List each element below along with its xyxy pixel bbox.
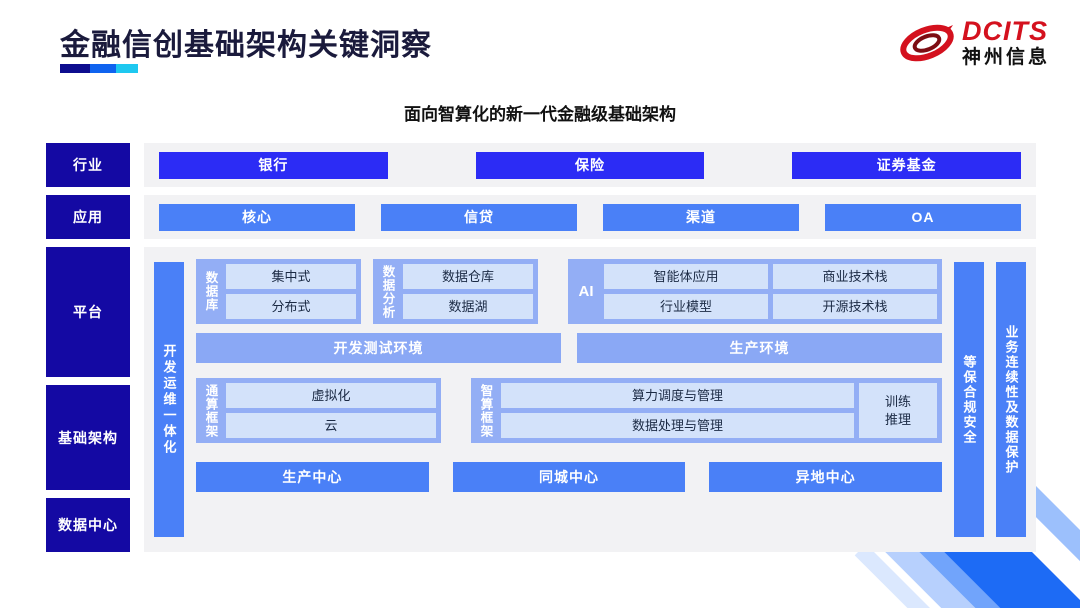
group-label-database: 数据库 (203, 271, 218, 312)
page-subtitle: 面向智算化的新一代金融级基础架构 (404, 105, 676, 124)
sidebar-devops-integration[interactable]: 开发运维一体化 (154, 262, 184, 537)
bar-remote-center[interactable]: 异地中心 (709, 462, 943, 492)
industry-item-insurance[interactable]: 保险 (475, 151, 705, 179)
layer-row-application: 应用 核心 信贷 渠道 OA (46, 195, 1036, 239)
group-database: 数据库 集中式 分布式 (196, 259, 361, 324)
logo-chinese-text: 神州信息 (961, 47, 1050, 68)
group-data-analysis: 数据分析 数据仓库 数据湖 (373, 259, 538, 324)
application-item-channel[interactable]: 渠道 (603, 203, 799, 231)
cell-virtualization[interactable]: 虚拟化 (226, 383, 436, 408)
group-label-data-analysis: 数据分析 (380, 264, 395, 319)
layer-label-column: 平台 基础架构 数据中心 (46, 247, 130, 552)
layer-row-industry: 行业 银行 保险 证券基金 (46, 143, 1036, 187)
accent-segment-1 (60, 64, 90, 73)
sidebar-compliance-security[interactable]: 等保合规安全 (954, 262, 984, 537)
logo-english-text: DCITS (961, 16, 1048, 46)
row-spacer (46, 239, 1036, 247)
industry-panel: 银行 保险 证券基金 (144, 143, 1036, 187)
application-item-oa[interactable]: OA (825, 203, 1021, 231)
platform-groups-row: 数据库 集中式 分布式 数据分析 数据仓库 数据湖 (196, 259, 942, 324)
dcits-logo: DCITS 神州信息 (900, 18, 1050, 67)
title-accent-bar (60, 64, 138, 73)
cell-commercial-tech-stack[interactable]: 商业技术栈 (773, 264, 937, 289)
architecture-diagram: 行业 银行 保险 证券基金 应用 核心 信贷 渠道 OA 平台 基础架构 (46, 143, 1036, 568)
cell-data-processing-management[interactable]: 数据处理与管理 (501, 413, 854, 438)
accent-segment-2 (90, 64, 116, 73)
cell-compute-scheduling-management[interactable]: 算力调度与管理 (501, 383, 854, 408)
label-spacer (46, 490, 130, 498)
application-item-credit[interactable]: 信贷 (381, 203, 577, 231)
accent-segment-3 (116, 64, 138, 73)
red-swoosh-icon (900, 20, 954, 66)
group-general-compute-framework: 通算框架 虚拟化 云 (196, 378, 441, 443)
bar-same-city-center[interactable]: 同城中心 (452, 462, 686, 492)
platform-center-content: 数据库 集中式 分布式 数据分析 数据仓库 数据湖 (184, 259, 954, 540)
cell-industry-model[interactable]: 行业模型 (604, 294, 768, 319)
infrastructure-groups-row: 通算框架 虚拟化 云 智算框架 算力调度与管理 数据处理与管理 (196, 378, 942, 443)
cell-agent-application[interactable]: 智能体应用 (604, 264, 768, 289)
cell-centralized[interactable]: 集中式 (226, 264, 356, 289)
group-intelligent-compute-framework: 智算框架 算力调度与管理 数据处理与管理 训练 推理 (471, 378, 942, 443)
application-panel: 核心 信贷 渠道 OA (144, 195, 1036, 239)
industry-item-bank[interactable]: 银行 (159, 151, 388, 179)
cell-distributed[interactable]: 分布式 (226, 294, 356, 319)
layer-label-industry: 行业 (46, 143, 130, 187)
cell-data-warehouse[interactable]: 数据仓库 (403, 264, 533, 289)
group-label-general-compute-framework: 通算框架 (203, 383, 218, 438)
industry-item-securities-fund[interactable]: 证券基金 (792, 151, 1022, 179)
layer-label-infrastructure: 基础架构 (46, 385, 130, 490)
bar-dev-test-environment[interactable]: 开发测试环境 (196, 333, 561, 363)
inference-label: 推理 (884, 411, 911, 427)
layer-label-datacenter: 数据中心 (46, 498, 130, 552)
layer-label-application: 应用 (46, 195, 130, 239)
cell-data-lake[interactable]: 数据湖 (403, 294, 533, 319)
layer-label-platform: 平台 (46, 247, 130, 377)
cell-open-source-tech-stack[interactable]: 开源技术栈 (773, 294, 937, 319)
datacenter-bars-row: 生产中心 同城中心 异地中心 (196, 462, 943, 492)
page-title: 金融信创基础架构关键洞察 (60, 29, 432, 62)
row-spacer (46, 187, 1036, 195)
platform-infrastructure-block: 平台 基础架构 数据中心 开发运维一体化 数据库 集中式 分布式 (46, 247, 1036, 552)
group-label-ai: AI (578, 283, 594, 300)
sidebar-business-continuity-data-protection[interactable]: 业务连续性及数据保护 (996, 262, 1026, 537)
training-label: 训练 (884, 393, 911, 409)
cell-training-inference[interactable]: 训练 推理 (859, 383, 937, 438)
group-label-intelligent-compute-framework: 智算框架 (478, 383, 493, 438)
label-spacer (46, 377, 130, 385)
application-item-core[interactable]: 核心 (159, 203, 355, 231)
platform-panel: 开发运维一体化 数据库 集中式 分布式 数据分析 数 (144, 247, 1036, 552)
bar-production-environment[interactable]: 生产环境 (577, 333, 942, 363)
cell-cloud[interactable]: 云 (226, 413, 436, 438)
environment-bars-row: 开发测试环境 生产环境 (196, 333, 942, 363)
bar-production-center[interactable]: 生产中心 (196, 462, 429, 492)
group-ai: AI 智能体应用 商业技术栈 行业模型 开源技术栈 (568, 259, 942, 324)
